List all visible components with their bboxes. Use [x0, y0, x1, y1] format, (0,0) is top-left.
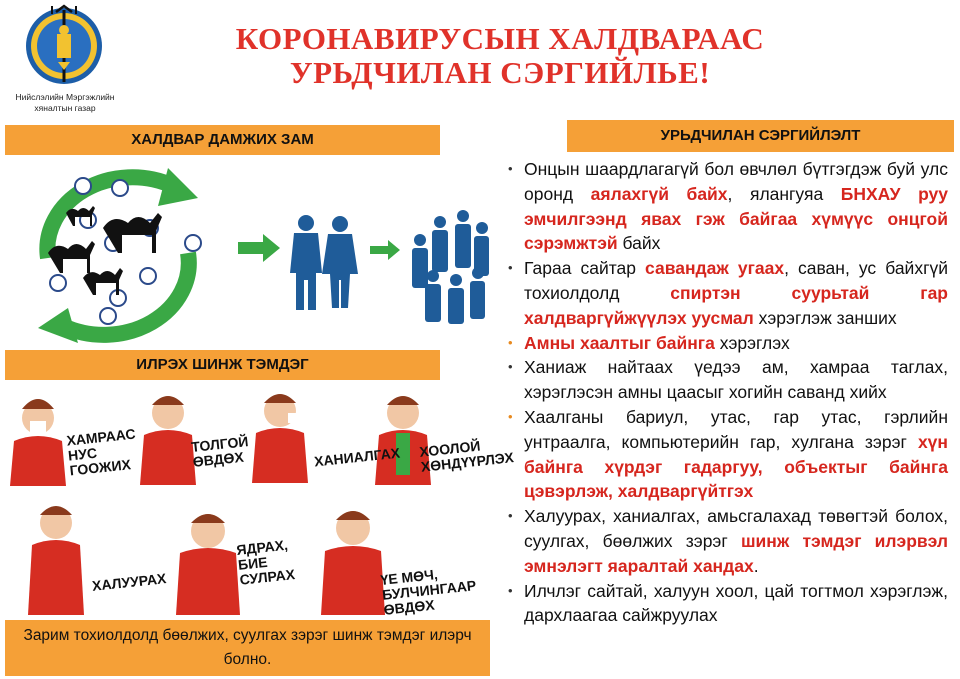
- page-title: КОРОНАВИРУСЫН ХАЛДВАРААС УРЬДЧИЛАН СЭРГИ…: [150, 22, 850, 90]
- item-highlight: шинж тэмдэг илэрвэл эмнэлэгт яаралтай ха…: [524, 530, 949, 576]
- symptom-fatigue-label: ЯДРАХ, БИЕ СУЛРАХ: [236, 537, 296, 588]
- person-cough-icon: [252, 394, 308, 483]
- prevention-item: Халуурах, ханиалгах, амьсгалахад төвөгтэ…: [508, 504, 948, 578]
- title-line1: КОРОНАВИРУСЫН ХАЛДВАРААС: [235, 21, 765, 56]
- item-text: байх: [617, 233, 661, 254]
- cycle-arrow-bottom: [59, 251, 197, 343]
- item-highlight: хүн байнга хүрдэг гадаргуу, объектыг бай…: [524, 431, 948, 502]
- transmission-illustration: [38, 168, 489, 343]
- section-transmission-header: ХАЛДВАР ДАМЖИХ ЗАМ: [5, 125, 440, 155]
- title-line2: УРЬДЧИЛАН СЭРГИЙЛЬЕ!: [289, 55, 711, 90]
- prevention-item: Илчлэг сайтай, халуун хоол, цай тогтмол …: [508, 579, 948, 629]
- symptom-headache-label: ТОЛГОЙ ӨВДӨХ: [190, 433, 251, 470]
- org-emblem-logo: [26, 4, 102, 84]
- item-text: , ялангуяа: [727, 183, 841, 204]
- person-sore-throat-icon: [375, 396, 431, 485]
- person-headache-icon: [140, 396, 196, 485]
- item-text: .: [753, 555, 759, 576]
- item-text: , саван, ус байхгүй тохиолдолд: [524, 258, 948, 303]
- person-fever-icon: [28, 506, 84, 615]
- item-highlight: савандаж угаах: [645, 258, 785, 279]
- org-name-line2: хяналтын газар: [34, 103, 96, 113]
- bottom-note: Зарим тохиолдолд бөөлжих, суулгах зэрэг …: [5, 620, 490, 676]
- prevention-item: Хаалганы бариул, утас, гар утас, гэрлийн…: [508, 405, 948, 504]
- item-highlight: Амны хаалтыг байнга: [524, 332, 715, 353]
- item-text: Онцын шаардлагагүй бол өвчлөл бүтгэгдэж …: [524, 159, 948, 204]
- camel-icons: [48, 206, 162, 295]
- person-muscle-pain-icon: [321, 511, 385, 615]
- arrow-right-icon: [370, 240, 400, 260]
- symptoms-illustration: [10, 394, 431, 615]
- item-text: Халуурах, ханиалгах, амьсгалахад төвөгтэ…: [524, 506, 948, 551]
- prevention-list: Онцын шаардлагагүй бол өвчлөл бүтгэгдэж …: [508, 157, 948, 628]
- prevention-item: Гараа сайтар савандаж угаах, саван, ус б…: [508, 256, 948, 330]
- item-text: хэрэглэх: [714, 332, 790, 353]
- section-symptoms-header: ИЛРЭХ ШИНЖ ТЭМДЭГ: [5, 350, 440, 380]
- section-prevention-header: УРЬДЧИЛАН СЭРГИЙЛЭЛТ: [567, 120, 954, 152]
- item-text: Ханиаж найтаах үедээ ам, хамраа таглах, …: [524, 357, 948, 403]
- item-highlight: спиртэн суурьтай гар халдваргүйжүүлэх уу…: [524, 282, 948, 328]
- person-fatigue-icon: [176, 514, 240, 615]
- arrow-right-icon: [238, 234, 280, 262]
- org-name: Нийслэлийн Мэргэжлийн хяналтын газар: [6, 92, 124, 114]
- org-name-line1: Нийслэлийн Мэргэжлийн: [15, 92, 115, 102]
- item-text: Хаалганы бариул, утас, гар утас, гэрлийн…: [524, 406, 948, 452]
- symptom-runny-nose-label: ХАМРААС НУС ГООЖИХ: [66, 426, 140, 479]
- item-text: Илчлэг сайтай, халуун хоол, цай тогтмол …: [524, 580, 948, 626]
- item-highlight: аялахгүй байх: [590, 183, 728, 204]
- item-text: Гараа сайтар: [524, 258, 646, 279]
- crowd-icon: [412, 210, 489, 324]
- person-runny-nose-icon: [10, 399, 66, 486]
- item-highlight: БНХАУ руу эмчилгээнд явах гэж байгаа хүм…: [524, 183, 948, 254]
- people-pair-icon: [290, 215, 358, 310]
- prevention-item: Онцын шаардлагагүй бол өвчлөл бүтгэгдэж …: [508, 157, 948, 256]
- prevention-item: Амны хаалтыг байнга хэрэглэх: [508, 331, 948, 356]
- prevention-item: Ханиаж найтаах үедээ ам, хамраа таглах, …: [508, 355, 948, 405]
- item-text: хэрэглэж занших: [753, 307, 897, 328]
